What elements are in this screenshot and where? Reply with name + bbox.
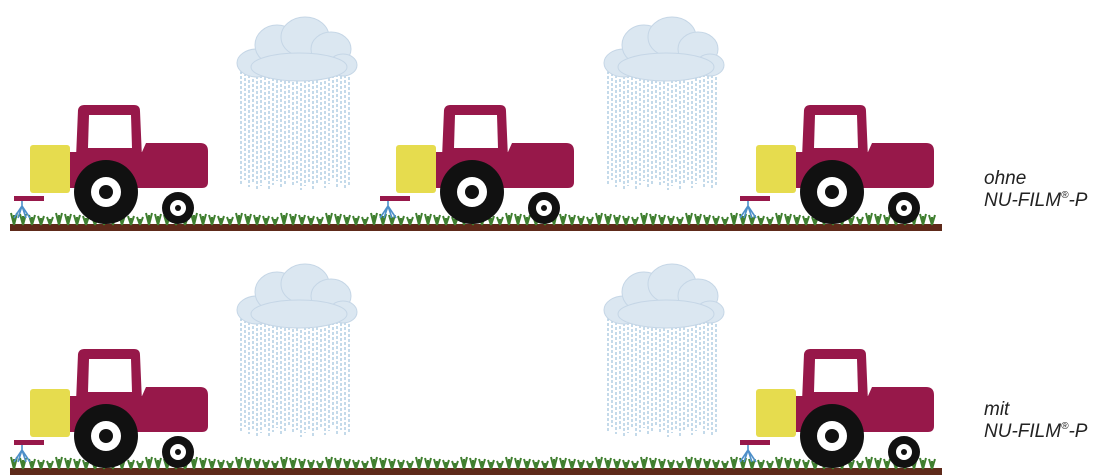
- plant-row: [11, 457, 935, 469]
- tractor-icon: [380, 105, 574, 224]
- rain-cloud-icon: [604, 264, 724, 437]
- tractor-icon: [14, 349, 208, 468]
- tractor-icon: [14, 105, 208, 224]
- label-ohne-product: NU-FILM®-P: [984, 190, 1087, 212]
- tractor-icon: [740, 105, 934, 224]
- label-mit-product: NU-FILM®-P: [984, 421, 1087, 443]
- row-mit: [10, 264, 942, 475]
- label-ohne-line1: ohne: [984, 168, 1087, 190]
- rain-cloud-icon: [237, 17, 357, 190]
- rain-cloud-icon: [237, 264, 357, 437]
- label-ohne: ohne NU-FILM®-P: [984, 168, 1087, 212]
- label-mit: mit NU-FILM®-P: [984, 399, 1087, 443]
- tractor-icon: [740, 349, 934, 468]
- rain-cloud-icon: [604, 17, 724, 190]
- row-ohne: [10, 17, 942, 231]
- label-mit-line1: mit: [984, 399, 1087, 421]
